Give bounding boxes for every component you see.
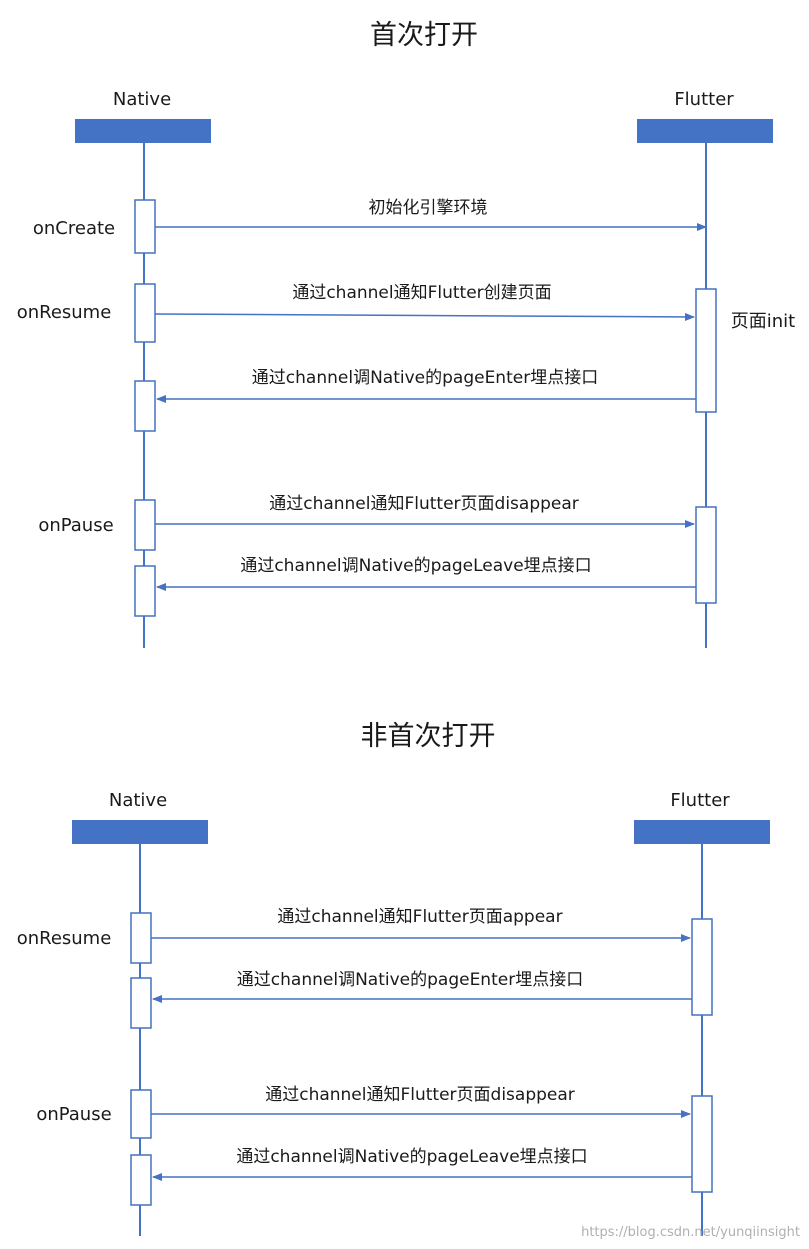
actor-flutter-label: Flutter	[674, 89, 734, 110]
native-activation	[134, 380, 156, 432]
native-activation	[134, 565, 156, 617]
flutter-activation	[695, 288, 717, 413]
native-activation	[130, 977, 152, 1029]
diagram-title: 首次打开	[370, 20, 478, 51]
diagram-first-open: 首次打开 Native Flutter onCreate onResume on…	[17, 20, 795, 648]
flutter-activation	[695, 506, 717, 604]
native-activation	[130, 1089, 152, 1139]
message-label: 通过channel通知Flutter页面disappear	[269, 494, 579, 514]
native-activation	[134, 499, 156, 551]
message-label: 通过channel调Native的pageLeave埋点接口	[236, 1147, 587, 1167]
message-label: 通过channel通知Flutter页面appear	[277, 907, 562, 927]
message-label: 通过channel调Native的pageLeave埋点接口	[240, 556, 591, 576]
actor-flutter-label: Flutter	[670, 790, 730, 811]
native-activation	[130, 1154, 152, 1206]
actor-flutter-header	[634, 820, 770, 844]
native-activation	[130, 912, 152, 964]
diagram-non-first-open: 非首次打开 Native Flutter onResume onPause 通过…	[17, 721, 770, 1236]
actor-native-header	[72, 820, 208, 844]
actor-native-label: Native	[113, 89, 171, 110]
watermark-url: https://blog.csdn.net/yunqiinsight	[581, 1225, 800, 1240]
actor-native-header	[75, 119, 211, 143]
message-label: 初始化引擎环境	[369, 198, 488, 218]
lifecycle-label-oncreate: onCreate	[33, 218, 115, 239]
lifecycle-label-onpause: onPause	[36, 1104, 111, 1125]
native-activation	[134, 199, 156, 254]
actor-flutter-header	[637, 119, 773, 143]
lifecycle-label-onresume: onResume	[17, 928, 112, 949]
actor-native-label: Native	[109, 790, 167, 811]
lifecycle-label-onpause: onPause	[38, 515, 113, 536]
flutter-activation	[691, 918, 713, 1016]
flutter-note-page-init: 页面init	[731, 311, 795, 332]
message-label: 通过channel调Native的pageEnter埋点接口	[237, 970, 583, 990]
message-arrow	[154, 312, 695, 321]
native-activation	[134, 283, 156, 343]
flutter-activation	[691, 1095, 713, 1193]
message-label: 通过channel通知Flutter创建页面	[292, 283, 551, 303]
lifecycle-label-onresume: onResume	[17, 302, 112, 323]
message-label: 通过channel通知Flutter页面disappear	[265, 1085, 575, 1105]
diagram-title: 非首次打开	[361, 721, 496, 752]
message-label: 通过channel调Native的pageEnter埋点接口	[252, 368, 598, 388]
